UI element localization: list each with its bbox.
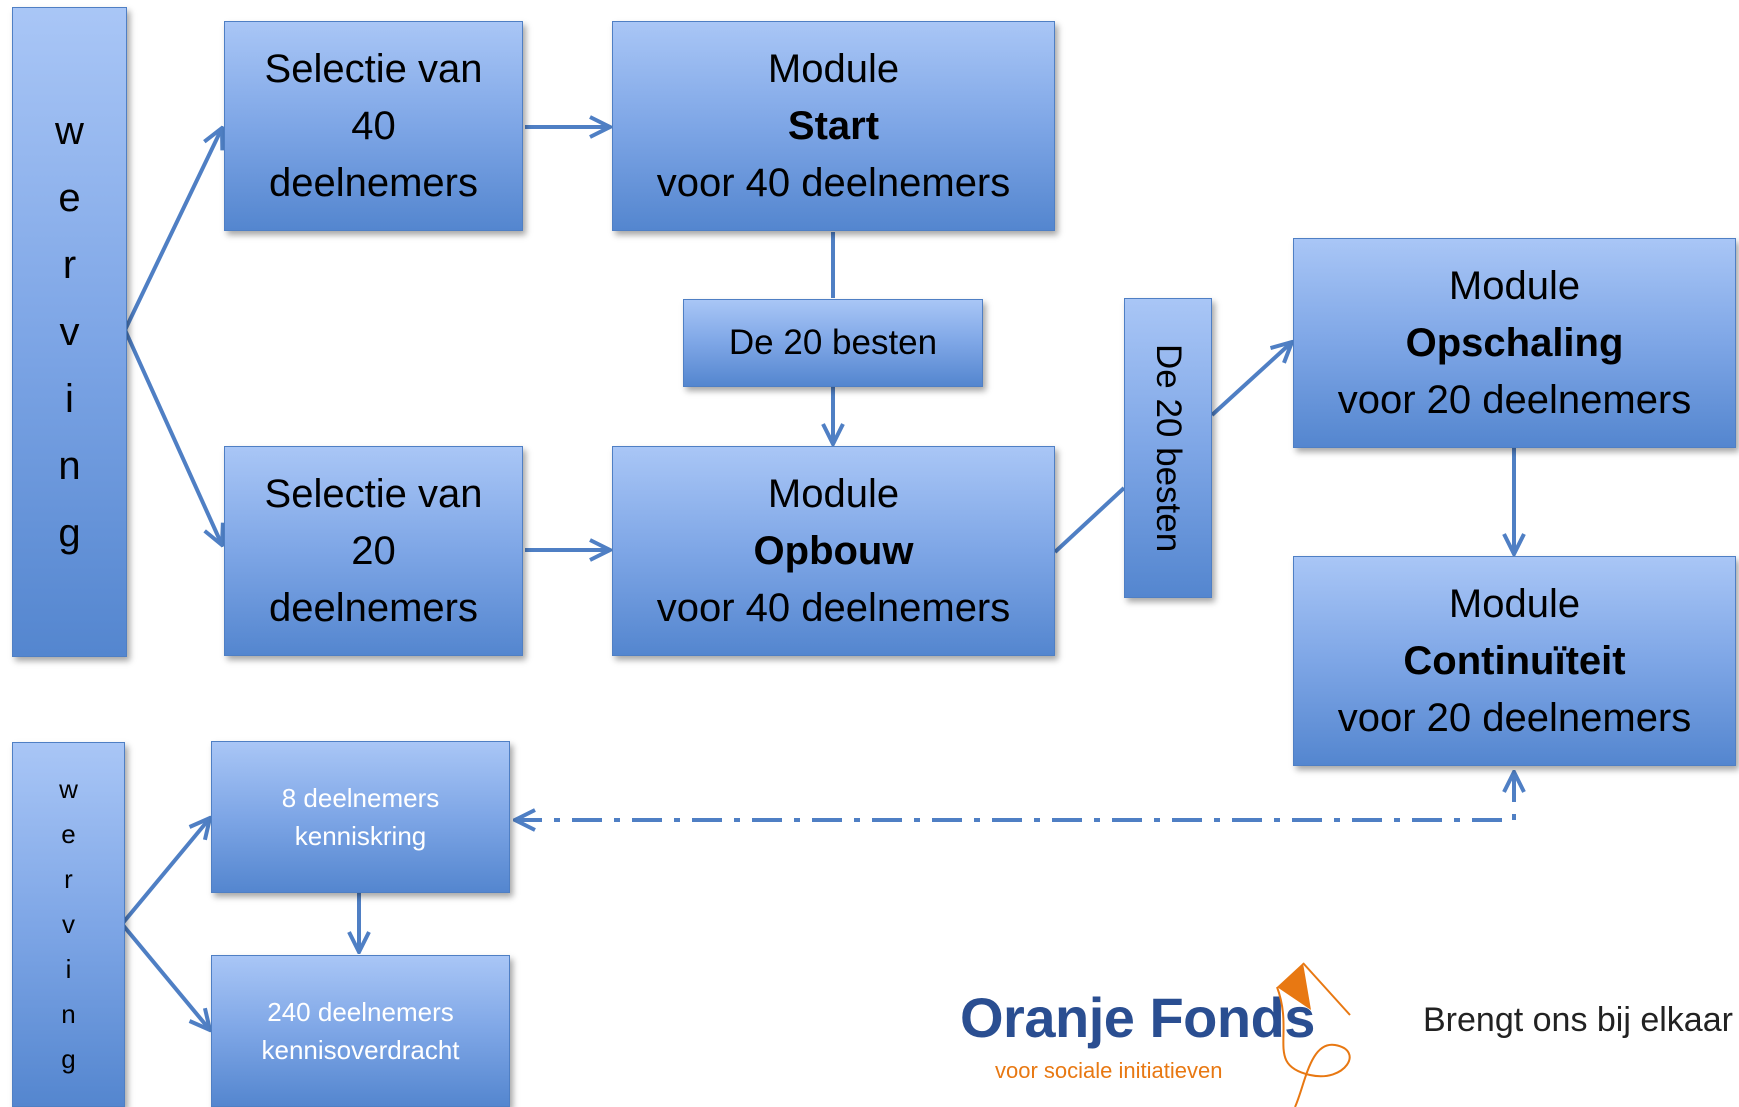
- module-start-participants: voor 40 deelnemers: [656, 160, 1011, 205]
- module-start-box: Module Start voor 40 deelnemers: [612, 21, 1055, 231]
- selectie-40-line1: Selectie van: [264, 46, 483, 91]
- arrow-werving-to-selectie20: [123, 329, 222, 545]
- werving-top-box: w e r v i n g: [12, 7, 127, 657]
- besten-horizontal-label: De 20 besten: [728, 323, 938, 362]
- module-continuiteit-label: Module: [1448, 581, 1581, 626]
- werving-letter: g: [58, 510, 81, 555]
- werving-bottom-box: w e r v i n g: [12, 742, 125, 1107]
- module-opbouw-box: Module Opbouw voor 40 deelnemers: [612, 446, 1055, 656]
- kenniskring-line2: kenniskring: [294, 821, 427, 851]
- werving-letter: v: [59, 309, 80, 354]
- werving-letter: w: [59, 774, 78, 804]
- selectie-40-line2: 40: [351, 103, 396, 148]
- besten-vertical-box: De 20 besten: [1124, 298, 1212, 598]
- logo-name: Oranje Fonds: [960, 986, 1315, 1049]
- module-opschaling-name: Opschaling: [1405, 320, 1624, 365]
- werving-letter: i: [65, 954, 72, 984]
- werving-letter: i: [65, 376, 74, 421]
- logo-subtitle: voor sociale initiatieven: [995, 1058, 1223, 1083]
- selectie-20-line2: 20: [351, 528, 396, 573]
- werving-letter: g: [61, 1044, 76, 1074]
- selectie-40-line3: deelnemers: [268, 160, 478, 205]
- werving-letter: r: [64, 864, 73, 894]
- werving-letter: e: [58, 175, 81, 220]
- module-start-label: Module: [767, 46, 900, 91]
- kenniskring-box: 8 deelnemers kenniskring: [211, 741, 510, 893]
- selectie-20-box: Selectie van 20 deelnemers: [224, 446, 523, 656]
- werving-letter: n: [61, 999, 76, 1029]
- arrow-werving-to-kenniskring: [120, 818, 210, 926]
- kennisoverdracht-box: 240 deelnemers kennisoverdracht: [211, 955, 510, 1107]
- dashed-link-continuiteit-kenniskring: [515, 772, 1514, 820]
- werving-letter: r: [62, 242, 77, 287]
- besten-vertical-label: De 20 besten: [1149, 343, 1188, 553]
- arrow-werving-to-kennisoverdracht: [120, 922, 210, 1030]
- module-start-name: Start: [787, 103, 880, 148]
- arrow-besten-vertical-to-opschaling: [1210, 342, 1292, 417]
- kennisoverdracht-line2: kennisoverdracht: [261, 1035, 460, 1065]
- werving-letter: v: [62, 909, 75, 939]
- line-opbouw-to-besten-vertical: [1053, 486, 1126, 554]
- module-continuiteit-participants: voor 20 deelnemers: [1337, 695, 1692, 740]
- module-opbouw-label: Module: [767, 471, 900, 516]
- arrow-werving-to-selectie40: [123, 128, 222, 331]
- selectie-40-box: Selectie van 40 deelnemers: [224, 21, 523, 231]
- module-opbouw-participants: voor 40 deelnemers: [656, 585, 1011, 630]
- werving-letter: w: [55, 108, 84, 153]
- besten-horizontal-box: De 20 besten: [683, 299, 983, 387]
- werving-letter: n: [58, 443, 81, 488]
- kenniskring-line1: 8 deelnemers: [281, 783, 440, 813]
- werving-letter: e: [61, 819, 76, 849]
- selectie-20-line1: Selectie van: [264, 471, 483, 516]
- module-opschaling-box: Module Opschaling voor 20 deelnemers: [1293, 238, 1736, 448]
- logo-tagline: Brengt ons bij elkaar: [1423, 1001, 1733, 1039]
- module-continuiteit-name: Continuïteit: [1403, 638, 1626, 683]
- kite-icon: [1276, 962, 1351, 1107]
- selectie-20-line3: deelnemers: [268, 585, 478, 630]
- module-opschaling-participants: voor 20 deelnemers: [1337, 377, 1692, 422]
- module-continuiteit-box: Module Continuïteit voor 20 deelnemers: [1293, 556, 1736, 766]
- oranje-fonds-logo: Oranje Fonds voor sociale initiatieven B…: [930, 955, 1739, 1107]
- kennisoverdracht-line1: 240 deelnemers: [267, 997, 454, 1027]
- module-opschaling-label: Module: [1448, 263, 1581, 308]
- module-opbouw-name: Opbouw: [753, 528, 914, 573]
